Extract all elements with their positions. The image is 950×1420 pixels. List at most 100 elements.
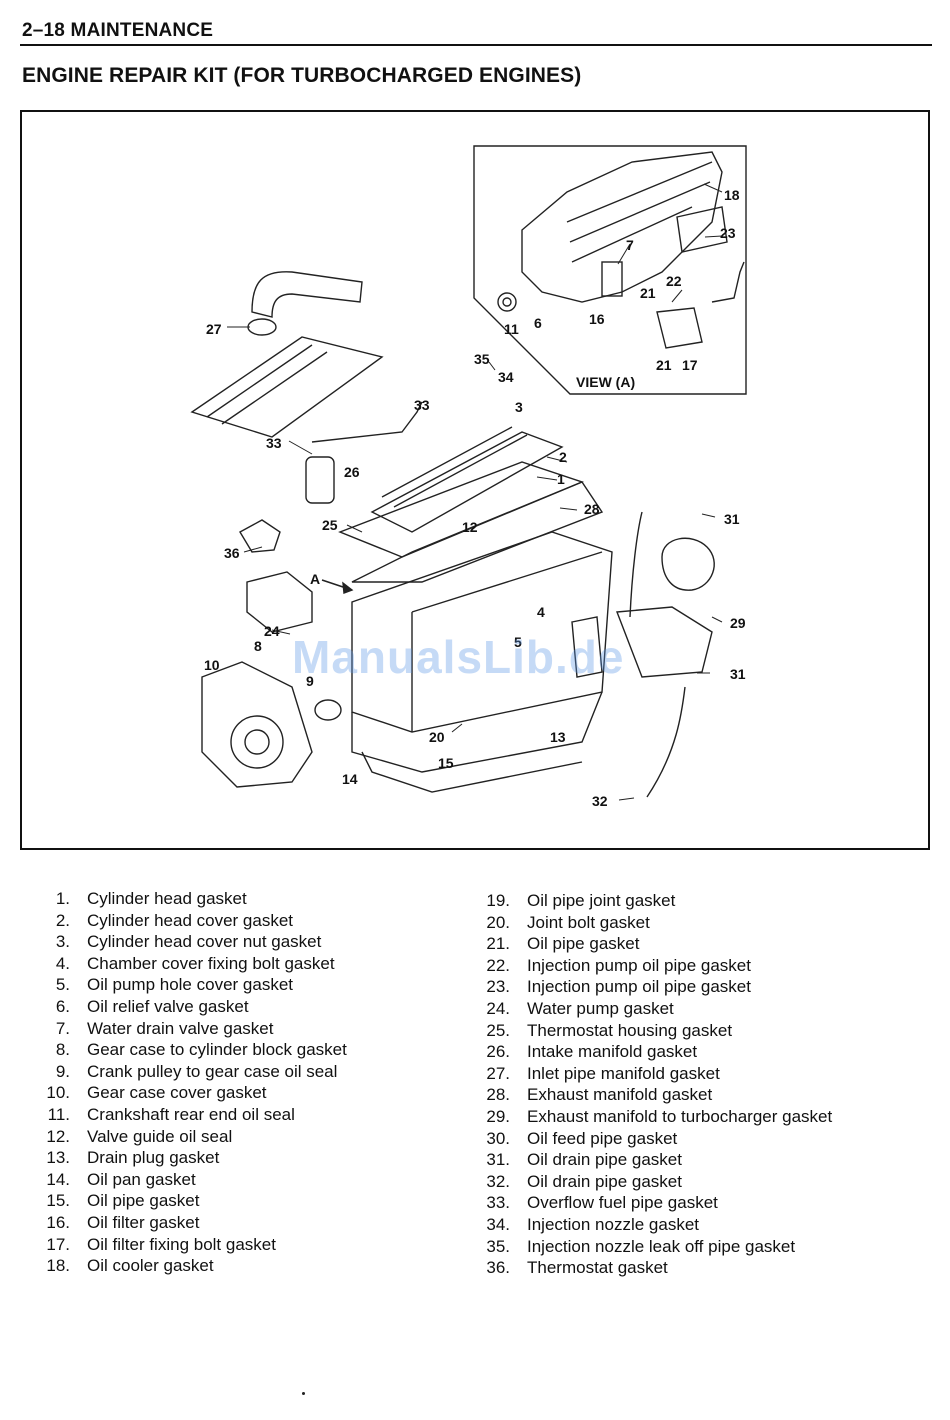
part-number: 20. [486,912,510,932]
part-label: Inlet pipe manifold gasket [527,1063,720,1083]
view-a-inset-frame [473,145,747,395]
parts-list-item: 25.Thermostat housing gasket [470,1020,832,1042]
view-a-label: VIEW (A) [576,374,635,390]
callout-24: 24 [264,623,280,639]
callout-23: 23 [720,225,736,241]
callout-4: 4 [537,604,545,620]
parts-list-item: 27. Inlet pipe manifold gasket [470,1063,832,1085]
part-label: Oil drain pipe gasket [527,1171,682,1191]
part-number: 5. [55,975,70,995]
callout-1: 1 [557,471,565,487]
part-number: 36. [486,1258,510,1278]
parts-list-item: 3.Cylinder head cover nut gasket [30,931,347,953]
part-label: Exhaust manifold gasket [527,1085,713,1105]
callout-25: 25 [322,517,338,533]
part-number: 35. [486,1236,510,1256]
part-label: Injection pump oil pipe gasket [527,977,751,997]
section-header: 2–18 MAINTENANCE [22,20,214,41]
part-label: Injection nozzle leak off pipe gasket [527,1236,796,1256]
inset-oil-filter [656,307,703,349]
part-label: Oil pump hole cover gasket [87,975,293,995]
crank-pulley-area [230,715,284,769]
part-label: Oil relief valve gasket [87,996,249,1016]
part-label: Oil drain pipe gasket [527,1150,682,1170]
callout-arrow-a: A [310,571,320,587]
callout-14: 14 [342,771,358,787]
gear-case-cover [201,661,313,788]
callout-27: 27 [206,321,222,337]
overflow-fuel-pipe [311,401,423,443]
part-number: 2. [55,910,70,930]
parts-list-item: 23. Injection pump oil pipe gasket [470,976,832,998]
parts-list-item: 11.Crankshaft rear end oil seal [30,1104,347,1126]
parts-list-item: 6.Oil relief valve gasket [30,996,347,1018]
callout-11: 11 [504,321,519,337]
parts-list-item: 15.Oil pipe gasket [30,1190,347,1212]
part-number: 3. [55,932,70,952]
parts-list-item: 24. Water pump gasket [470,998,832,1020]
callout-21: 21 [640,285,656,301]
oil-feed-pipe [629,511,643,618]
part-number: 23. [486,977,510,997]
crank-oil-seal [314,699,342,721]
callout-15: 15 [438,755,454,771]
part-label: Water drain valve gasket [87,1018,274,1038]
part-number: 27. [486,1063,510,1083]
inset-rear-seal [497,292,517,312]
callout-29: 29 [730,615,746,631]
parts-list-item: 26.Intake manifold gasket [470,1041,832,1063]
part-label: Thermostat gasket [527,1258,668,1278]
part-number: 18. [46,1256,70,1276]
callout-13: 13 [550,729,566,745]
part-number: 8. [55,1040,70,1060]
callout-33b: 33 [266,435,282,451]
part-number: 10. [46,1083,70,1103]
parts-list-item: 7.Water drain valve gasket [30,1018,347,1040]
part-number: 25. [486,1020,510,1040]
parts-list-item: 10.Gear case cover gasket [30,1082,347,1104]
callout-3: 3 [515,399,523,415]
callout-17: 17 [682,357,698,373]
parts-list-item: 20. Joint bolt gasket [470,912,832,934]
parts-list-item: 31.Oil drain pipe gasket [470,1149,832,1171]
callout-16: 16 [589,311,605,327]
callout-6: 6 [534,315,542,331]
callout-20: 20 [429,729,445,745]
callout-8: 8 [254,638,262,654]
page-title: ENGINE REPAIR KIT (FOR TURBOCHARGED ENGI… [22,64,582,87]
callout-34: 34 [498,369,514,385]
part-label: Injection pump oil pipe gasket [527,955,751,975]
page-mark [302,1392,305,1395]
part-number: 13. [46,1148,70,1168]
part-label: Oil pipe gasket [527,934,640,954]
part-label: Crank pulley to gear case oil seal [87,1061,338,1081]
inset-oil-filter-base [601,261,623,297]
callout-36: 36 [224,545,240,561]
part-label: Cylinder head cover gasket [87,910,294,930]
part-number: 24. [486,998,510,1018]
parts-list-item: 19.Oil pipe joint gasket [470,890,832,912]
part-label: Oil pipe gasket [87,1191,200,1211]
callout-18: 18 [724,187,740,203]
callout-12: 12 [462,519,478,535]
part-label: Oil cooler gasket [87,1256,214,1276]
callout-35: 35 [474,351,490,367]
inset-block-outline [521,151,723,303]
parts-list-item: 34.Injection nozzle gasket [470,1214,832,1236]
part-label: Exhaust manifold to turbocharger gasket [527,1106,833,1126]
part-number: 22. [486,955,510,975]
parts-list-item: 21.Oil pipe gasket [470,933,832,955]
part-label: Water pump gasket [527,998,674,1018]
parts-list-item: 36. Thermostat gasket [470,1257,832,1279]
fuel-filter [305,456,335,504]
part-number: 11. [47,1104,70,1124]
parts-list-item: 13.Drain plug gasket [30,1147,347,1169]
parts-list-item: 18. Oil cooler gasket [30,1255,347,1277]
parts-list-item: 35. Injection nozzle leak off pipe gasket [470,1236,832,1258]
callout-26: 26 [344,464,360,480]
part-label: Joint bolt gasket [527,912,650,932]
page-header: 2–18 MAINTENANCE [20,18,932,46]
callout-22: 22 [666,273,682,289]
